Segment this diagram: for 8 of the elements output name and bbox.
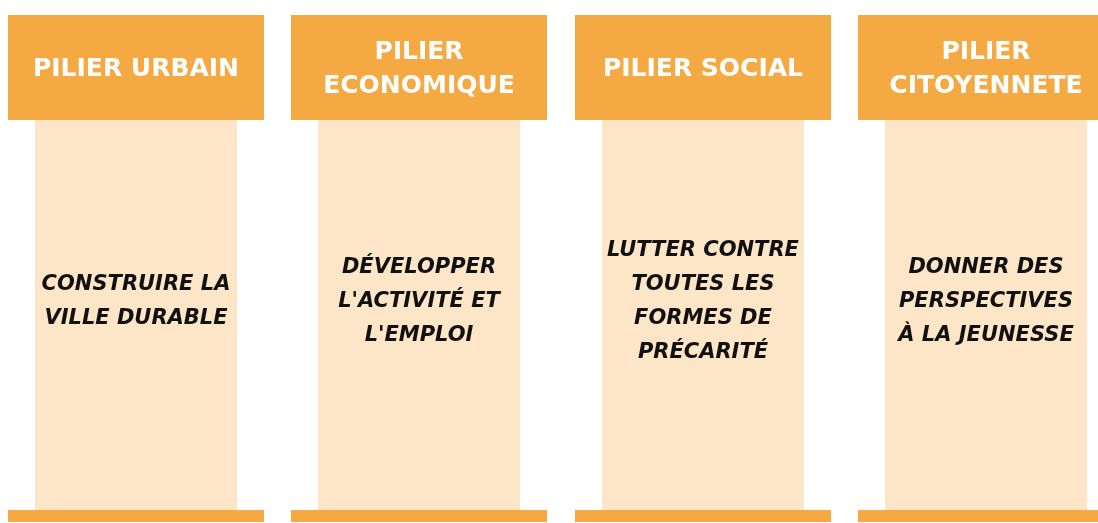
pillar-text: DONNER DES PERSPECTIVES À LA JEUNESSE <box>896 253 1075 348</box>
pillar-header: PILIER ECONOMIQUE <box>291 15 547 120</box>
pillar-header: PILIER SOCIAL <box>575 15 831 120</box>
pillar-text: CONSTRUIRE LA VILLE DURABLE <box>40 270 232 331</box>
pillar-text: LUTTER CONTRE TOUTES LES FORMES DE PRÉCARITÉ <box>606 236 800 365</box>
pillar-header: PILIER CITOYENNETE <box>858 15 1098 120</box>
pillar-header: PILIER URBAIN <box>8 15 264 120</box>
pillar-text: DÉVELOPPER L'ACTIVITÉ ET L'EMPLOI <box>337 252 502 348</box>
